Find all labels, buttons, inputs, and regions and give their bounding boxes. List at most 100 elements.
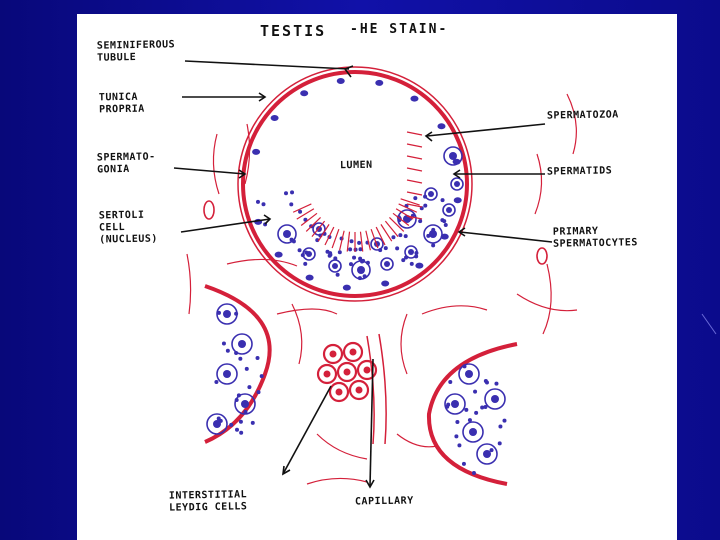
spermatid-dot xyxy=(391,235,396,240)
basal-nucleus xyxy=(300,90,309,97)
spermatid-dot xyxy=(357,276,362,281)
label-sertoli-cell: SERTOLI CELL (NUCLEUS) xyxy=(98,209,158,246)
nucleus-dot xyxy=(465,370,473,378)
spermatid-dot xyxy=(243,409,248,414)
sperm-tail xyxy=(292,203,312,213)
leydig-cell xyxy=(348,379,370,401)
nucleus-dot xyxy=(454,181,460,187)
spermatid-dot xyxy=(418,219,423,224)
spermatid-dot xyxy=(239,430,244,435)
sperm-tail xyxy=(392,212,410,226)
pointer-arrows xyxy=(173,60,553,489)
spermatid-dot xyxy=(303,261,308,266)
spermatid-dot xyxy=(348,247,353,252)
leydig-cell xyxy=(322,343,344,365)
tissue-strand xyxy=(516,293,578,312)
spermatid-dot xyxy=(457,443,462,448)
sperm-tail xyxy=(370,229,379,249)
spermatid-dot xyxy=(423,194,428,199)
spermatid-dot xyxy=(304,250,309,255)
sperm-tail xyxy=(389,217,405,232)
nucleus-dot xyxy=(483,450,491,458)
basal-nucleus xyxy=(274,251,283,258)
sperm-tail xyxy=(406,179,423,184)
spermatid-dot xyxy=(250,420,255,425)
leydig-cell xyxy=(336,361,358,383)
label-spermatids: SPERMATIDS xyxy=(546,165,613,178)
arrow-spermatocytes xyxy=(459,231,553,243)
spermatid-dot xyxy=(484,380,489,385)
spermatid-dot xyxy=(448,379,453,384)
nucleus-dot xyxy=(223,370,231,378)
spermatid-dot xyxy=(474,410,479,415)
spermatid-dot xyxy=(236,393,241,398)
spermatid-dot xyxy=(216,310,221,315)
right-partial-tubule xyxy=(426,342,518,486)
spermatid-dot xyxy=(290,190,295,195)
nucleus-dot xyxy=(332,263,338,269)
spermatid-dot xyxy=(256,390,261,395)
seminiferous-tubule xyxy=(237,66,473,302)
spermatocyte xyxy=(231,333,253,355)
nucleus-dot xyxy=(213,420,221,428)
vessel-loop xyxy=(536,247,548,265)
nucleus-dot xyxy=(428,191,434,197)
sperm-tail xyxy=(406,215,423,220)
leydig-nucleus xyxy=(355,386,363,394)
spermatid-dot xyxy=(454,434,459,439)
spermatid-dot xyxy=(483,405,488,410)
spermatid-dot xyxy=(255,199,260,204)
spermatid-dot xyxy=(431,243,436,248)
spermatid-dot xyxy=(498,424,503,429)
leydig-nucleus xyxy=(363,366,371,374)
leydig-nucleus xyxy=(335,388,343,396)
spermatid-dot xyxy=(221,341,226,346)
spermatocyte xyxy=(476,443,498,465)
nucleus-dot xyxy=(283,230,291,238)
spermatid-dot xyxy=(327,253,332,258)
connective-strands xyxy=(186,93,578,485)
spermatocyte xyxy=(444,393,466,415)
spermatid-dot xyxy=(238,419,243,424)
nucleus-dot xyxy=(446,207,452,213)
leydig-nucleus xyxy=(329,350,337,358)
nucleus-dot xyxy=(449,152,457,160)
basal-nucleus xyxy=(437,123,446,130)
basal-nucleus xyxy=(415,262,424,269)
tissue-strand xyxy=(396,433,438,448)
arrow-tubule xyxy=(184,60,350,70)
nucleus-dot xyxy=(491,395,499,403)
nucleus-dot xyxy=(223,310,231,318)
spermatid-dot xyxy=(395,246,400,251)
spermatid-dot xyxy=(443,222,448,227)
label-seminiferous-tubule: SEMINIFEROUS TUBULE xyxy=(96,39,176,64)
tissue-strand xyxy=(316,433,368,460)
spermatid-dot xyxy=(401,258,406,263)
sperm-tail xyxy=(317,224,330,242)
spermatid-dot xyxy=(234,311,239,316)
spermatid-dot xyxy=(431,227,436,232)
basal-nucleus xyxy=(375,79,384,86)
diagram-title: TESTIS xyxy=(260,22,327,40)
spermatid-dot xyxy=(502,418,507,423)
spermatocyte xyxy=(234,393,256,415)
spermatocyte xyxy=(462,421,484,443)
arrow-capillary xyxy=(369,358,374,487)
tissue-strand xyxy=(566,93,577,155)
sperm-tail xyxy=(375,226,386,246)
sperm-tail xyxy=(406,131,423,136)
spermatid-dot xyxy=(413,196,418,201)
spermatocyte xyxy=(442,203,456,217)
arrow-spermatogonia xyxy=(173,167,246,175)
spermatid-dot xyxy=(218,418,223,423)
basal-nucleus xyxy=(270,115,279,122)
label-interstitial-leydig-cells: INTERSTITIAL LEYDIG CELLS xyxy=(168,489,248,514)
capillary xyxy=(366,333,387,445)
spermatid-dot xyxy=(414,254,419,259)
spermatid-dot xyxy=(348,262,353,267)
spermatid-dot xyxy=(289,202,294,207)
spermatid-dot xyxy=(234,398,239,403)
basal-nucleus xyxy=(410,95,419,102)
sperm-tail xyxy=(339,230,345,251)
spermatid-dot xyxy=(489,448,494,453)
